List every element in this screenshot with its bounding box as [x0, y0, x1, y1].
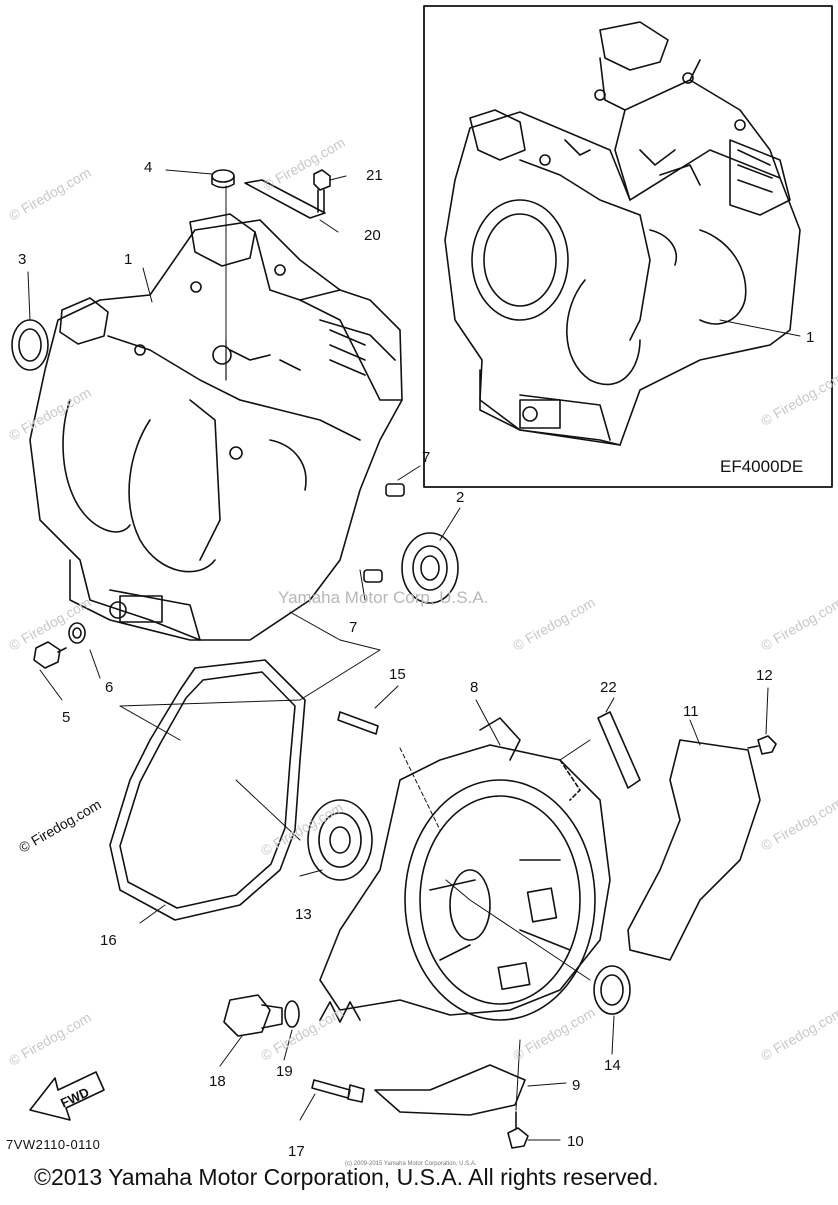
pin-part	[337, 711, 379, 735]
cap-part	[211, 169, 235, 189]
callout-label: 14	[604, 1057, 621, 1074]
bearing-right	[401, 532, 459, 604]
callout-label: 21	[366, 167, 383, 184]
callout-label: 13	[295, 906, 312, 923]
inset-frame	[423, 5, 833, 488]
oil-seal-right	[593, 965, 631, 1015]
inset-crankcase	[444, 21, 801, 446]
bolt-bottom	[507, 1111, 529, 1149]
callout-label: 16	[100, 932, 117, 949]
callout-label: 4	[144, 159, 153, 176]
callout-label: 19	[276, 1063, 293, 1080]
plate-part	[244, 179, 326, 219]
filler-neck-spring	[319, 1001, 361, 1023]
center-watermark: Yamaha Motor Corp, U.S.A.	[278, 588, 489, 607]
part-code: 7VW2110-0110	[6, 1137, 101, 1152]
drain-bolt	[33, 641, 67, 669]
bolt-17	[311, 1079, 365, 1103]
callout-label: 9	[572, 1077, 581, 1094]
callout-label: 8	[470, 679, 479, 696]
fine-print: (c) 2009-2015 Yamaha Motor Corporation, …	[345, 1161, 477, 1167]
guide-part	[374, 1064, 526, 1116]
bolt-right	[747, 735, 777, 755]
dowel-pin-upper	[385, 483, 405, 497]
callout-label: 20	[364, 227, 381, 244]
main-crankcase	[29, 213, 403, 641]
callout-label: 1	[806, 329, 815, 346]
bearing-left	[307, 799, 373, 881]
dowel-pin-lower	[363, 569, 383, 583]
plate-22	[597, 711, 641, 789]
callout-label: 10	[567, 1133, 584, 1150]
callout-label: 3	[18, 251, 27, 268]
leader-lines	[27, 169, 801, 1141]
callout-label: 5	[62, 709, 71, 726]
callout-label: 12	[756, 667, 773, 684]
callout-label: 17	[288, 1143, 305, 1160]
crankcase-cover	[319, 717, 611, 1021]
oil-filler-plug	[223, 994, 283, 1037]
cover-bracket	[627, 739, 761, 961]
variant-label: EF4000DE	[720, 457, 804, 476]
o-ring	[284, 1000, 300, 1028]
callout-label: 6	[105, 679, 114, 696]
fwd-arrow-icon	[29, 1071, 105, 1121]
callout-label: 15	[389, 666, 406, 683]
callout-label: 18	[209, 1073, 226, 1090]
callout-label: 7	[422, 449, 431, 466]
callout-label: 7	[349, 619, 358, 636]
washer-part	[68, 622, 86, 644]
callout-label: 11	[683, 703, 699, 720]
gasket	[109, 659, 306, 921]
copyright-footer: ©2013 Yamaha Motor Corporation, U.S.A. A…	[34, 1164, 659, 1190]
callout-label: 22	[600, 679, 617, 696]
bolt-top	[313, 169, 331, 213]
callout-label: 1	[124, 251, 133, 268]
callout-label: 2	[456, 489, 465, 506]
oil-seal-left	[11, 319, 49, 371]
